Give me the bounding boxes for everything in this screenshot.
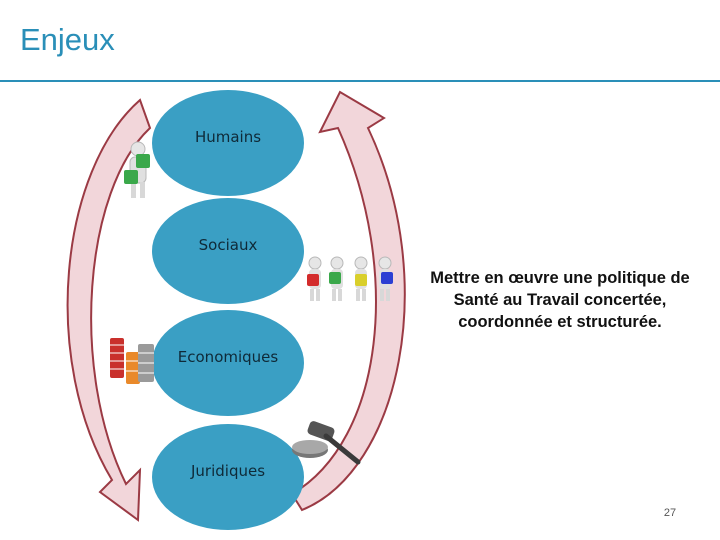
puzzle-team-icon <box>307 256 393 301</box>
statement-text: Mettre en œuvre une politique de Santé a… <box>430 269 690 331</box>
slide-title: Enjeux <box>20 22 115 57</box>
ellipse-sociaux: Sociaux <box>152 198 304 304</box>
ellipse-label: Juridiques <box>190 462 266 480</box>
ellipse-label: Sociaux <box>198 236 258 254</box>
ellipse-economiques: Economiques <box>152 310 304 416</box>
page-number: 27 <box>663 507 677 519</box>
ellipse-label: Economiques <box>177 348 279 366</box>
ellipse-juridiques: Juridiques <box>152 424 304 530</box>
gavel-icon <box>292 421 361 465</box>
ellipse-label: Humains <box>194 128 262 146</box>
coin-stacks-icon <box>110 338 154 384</box>
title-divider <box>0 80 720 82</box>
puzzle-person-icon <box>124 141 150 198</box>
ellipse-humains: Humains <box>152 90 304 196</box>
